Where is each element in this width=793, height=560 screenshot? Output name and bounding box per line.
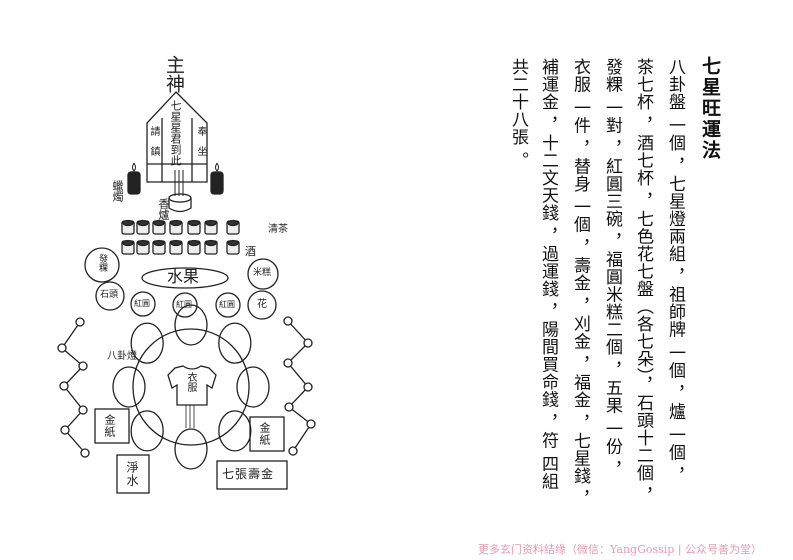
lamp-dot-icon bbox=[75, 317, 85, 327]
clean-water-label: 淨水 bbox=[125, 461, 139, 487]
seven-shou-jin-label: 七張壽金 bbox=[222, 467, 275, 481]
plate-fruit bbox=[141, 267, 229, 289]
cups-group bbox=[121, 219, 240, 255]
bagua-lamp-label: 八卦燈 bbox=[107, 351, 137, 362]
seven-shou-jin-box bbox=[216, 460, 288, 490]
plate-stone bbox=[95, 281, 125, 311]
bagua-lamp-icon bbox=[130, 322, 164, 364]
plate-flower bbox=[247, 290, 277, 320]
gold-paper-box-left bbox=[94, 408, 130, 444]
lamp-dot-icon bbox=[283, 358, 293, 368]
text-column-3: 發粿 一對 ，紅圓三碗 ，福圓米糕二個 ，五果 一份 ， bbox=[602, 58, 622, 479]
plate-red-round bbox=[215, 292, 241, 318]
text-column-1: 八卦盤 一個 ，七星燈兩組 ，祖師牌 一個 ，爐 一個 ， bbox=[665, 58, 685, 485]
plate-fa-gui bbox=[84, 247, 120, 283]
tablet-left-text: 請鎮 bbox=[148, 126, 159, 166]
bagua-lamp-icon bbox=[218, 322, 252, 364]
bagua-lamps bbox=[112, 304, 270, 470]
watermark: 更多玄门资料结缘（微信：YangGossip | 公众号善为堂） bbox=[478, 543, 763, 556]
text-column-2: 茶七杯 ，酒七杯 ，七色花七盤（各七朵），石頭十二個 ， bbox=[633, 58, 653, 505]
bagua-lamp-icon bbox=[218, 410, 252, 452]
tablet-right-text: 奉坐 bbox=[195, 126, 206, 166]
fa-gui-label: 發粿 bbox=[97, 254, 107, 272]
bagua-lamp-icon bbox=[236, 366, 270, 408]
bagua-lamp-icon bbox=[174, 428, 208, 470]
candles-label: 蠟燭 bbox=[111, 180, 124, 202]
lamp-dot-icon bbox=[59, 381, 69, 391]
lamp-dot-icon bbox=[80, 448, 90, 458]
bagua-lamp-icon bbox=[130, 410, 164, 452]
text-column-5: 補運金 ，十二文天錢 ，過運錢 ，陽間買命錢 ，符 四組 bbox=[538, 58, 558, 491]
ancestral-tablet bbox=[146, 91, 208, 183]
lamp-dot-icon bbox=[57, 343, 67, 353]
fruit-label: 水果 bbox=[167, 267, 200, 286]
lamp-dot-icon bbox=[288, 446, 298, 456]
red-round-label: 紅圓 bbox=[219, 300, 235, 309]
tablet-center-text: 七星星君到此 bbox=[169, 100, 182, 166]
text-column-4: 衣服 一件 ，替身 一個 ，壽金 ，刈金 ，福金 ，七星錢 ， bbox=[570, 58, 590, 508]
gold-paper-label-left: 金紙 bbox=[103, 414, 116, 438]
plate-rice-cake bbox=[247, 258, 279, 290]
bagua-plate bbox=[132, 328, 250, 446]
candle-left bbox=[127, 162, 141, 195]
plate-red-round bbox=[172, 292, 198, 318]
lamp-dot-icon bbox=[306, 419, 316, 429]
bagua-lamp-icon bbox=[174, 304, 208, 346]
flower-label: 花 bbox=[257, 299, 267, 310]
rice-cake-label: 米糕 bbox=[253, 268, 272, 278]
main-god-label: 主神 bbox=[163, 55, 185, 93]
lamp-dot-icon bbox=[303, 382, 313, 392]
lamp-dot-icon bbox=[303, 338, 313, 348]
lamp-dot-icon bbox=[78, 361, 88, 371]
clean-water-box bbox=[116, 454, 150, 494]
wine-label: 酒 bbox=[245, 245, 256, 258]
candle-right bbox=[210, 162, 224, 195]
red-round-label: 紅圓 bbox=[134, 299, 150, 308]
bagua-lamp-icon bbox=[112, 366, 146, 408]
lamp-dot-icon bbox=[283, 316, 293, 326]
gold-paper-box-right bbox=[249, 416, 285, 452]
incense-burner-label: 香爐 bbox=[157, 198, 170, 220]
stone-label: 石頭 bbox=[100, 290, 119, 300]
tea-label: 清茶 bbox=[268, 224, 288, 235]
gold-paper-label-right: 金紙 bbox=[258, 422, 271, 446]
plate-red-round bbox=[130, 291, 156, 317]
lamp-dot-icon bbox=[60, 425, 70, 435]
red-round-label: 紅圓 bbox=[176, 300, 192, 309]
clothes-label: 衣服 bbox=[185, 372, 196, 392]
page-title: 七星旺運法 bbox=[699, 56, 721, 161]
text-column-6: 共二十八張 。 bbox=[508, 58, 528, 169]
lamp-dot-icon bbox=[284, 402, 294, 412]
incense-burner bbox=[168, 170, 192, 213]
lamp-dot-icon bbox=[78, 405, 88, 415]
